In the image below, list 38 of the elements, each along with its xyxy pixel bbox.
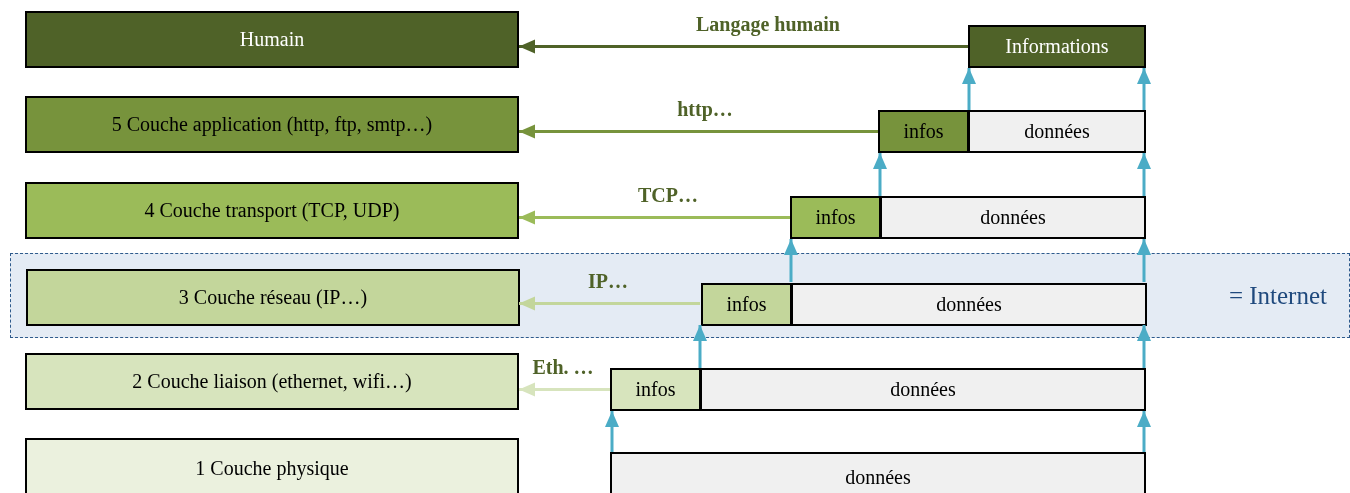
edge-label: http… — [677, 97, 733, 121]
edge-label: IP… — [588, 269, 628, 293]
arrow — [873, 153, 887, 196]
header-box: infos — [878, 110, 969, 153]
edge-label: TCP… — [638, 183, 698, 207]
data-box: données — [791, 283, 1147, 326]
layer-box: 2 Couche liaison (ethernet, wifi…) — [25, 353, 519, 410]
arrow — [519, 296, 700, 311]
layer-box: 3 Couche réseau (IP…) — [26, 269, 520, 326]
edge-label: Langage humain — [696, 12, 840, 36]
edge-label: Eth. … — [532, 355, 594, 379]
layer-box: 5 Couche application (http, ftp, smtp…) — [25, 96, 519, 153]
data-box: données — [968, 110, 1146, 153]
data-box: données — [880, 196, 1146, 239]
header-box: infos — [790, 196, 881, 239]
header-box: infos — [701, 283, 792, 326]
data-box: Informations — [968, 25, 1146, 68]
arrow — [605, 411, 619, 452]
arrow — [693, 325, 707, 368]
layer-box: 1 Couche physique — [25, 438, 519, 493]
data-box: données — [610, 452, 1146, 493]
arrow — [519, 382, 610, 397]
layer-box: Humain — [25, 11, 519, 68]
arrow — [784, 239, 798, 282]
arrow — [1137, 153, 1151, 196]
arrow — [1137, 68, 1151, 110]
arrow — [962, 68, 976, 110]
header-box: infos — [610, 368, 701, 411]
arrow — [519, 124, 878, 139]
data-box: données — [700, 368, 1146, 411]
band-label: = Internet — [1228, 281, 1327, 310]
arrow — [1137, 239, 1151, 282]
arrow — [519, 210, 790, 225]
arrow — [519, 39, 968, 54]
arrow — [1137, 411, 1151, 452]
arrow — [1137, 325, 1151, 368]
layer-box: 4 Couche transport (TCP, UDP) — [25, 182, 519, 239]
highlight-band — [10, 253, 1350, 338]
